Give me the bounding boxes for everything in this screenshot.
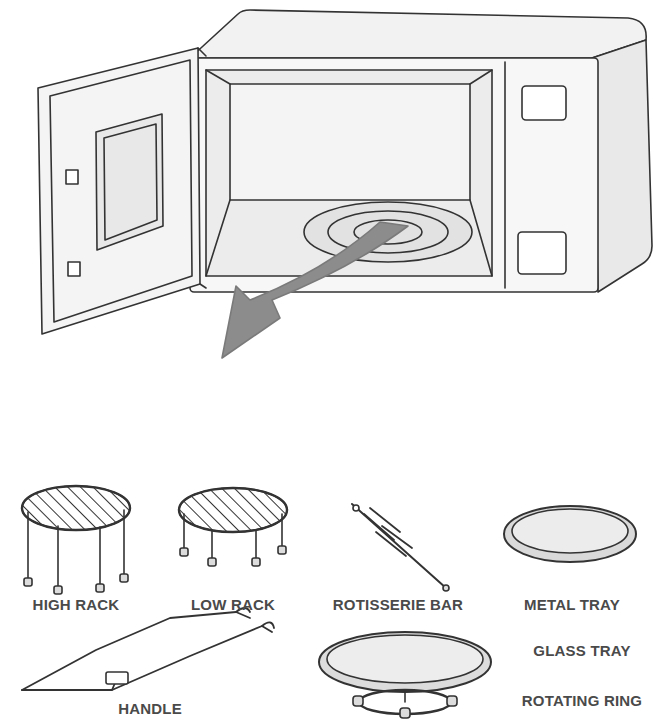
glass-tray bbox=[319, 632, 491, 692]
microwave-oven bbox=[38, 48, 200, 334]
part-label: ROTATING RING bbox=[522, 692, 642, 710]
microwave-oven bbox=[66, 170, 78, 184]
metal-tray bbox=[512, 509, 628, 553]
microwave-oven bbox=[68, 262, 80, 276]
low-rack bbox=[211, 530, 213, 560]
handle bbox=[112, 626, 272, 690]
microwave-oven bbox=[50, 60, 192, 322]
rotisserie-bar bbox=[376, 526, 412, 556]
handle bbox=[106, 672, 128, 684]
high-rack bbox=[57, 526, 59, 590]
part-label: ROTISSERIE BAR bbox=[333, 596, 463, 614]
low-rack bbox=[179, 488, 287, 532]
microwave-oven bbox=[206, 70, 230, 84]
rotisserie-bar bbox=[352, 504, 446, 588]
rotating-ring bbox=[404, 692, 406, 702]
high-rack bbox=[96, 584, 104, 592]
microwave-oven bbox=[206, 70, 492, 276]
microwave-oven bbox=[592, 40, 652, 292]
low-rack bbox=[179, 488, 287, 566]
rotating-ring bbox=[353, 696, 363, 706]
removal-arrow bbox=[222, 222, 408, 358]
high-rack bbox=[27, 512, 29, 580]
low-rack bbox=[255, 531, 257, 560]
low-rack bbox=[180, 548, 188, 556]
high-rack bbox=[54, 586, 62, 594]
microwave-oven bbox=[190, 58, 598, 292]
microwave-oven bbox=[470, 70, 492, 84]
rotisserie-bar bbox=[443, 585, 449, 591]
metal-tray bbox=[504, 506, 636, 562]
high-rack bbox=[22, 486, 130, 530]
microwave-oven bbox=[518, 232, 566, 274]
handle bbox=[22, 676, 118, 690]
rotating-ring bbox=[447, 696, 457, 706]
microwave-oven bbox=[522, 86, 566, 120]
glass-tray bbox=[319, 632, 491, 692]
microwave-oven bbox=[504, 62, 506, 288]
part-label: METAL TRAY bbox=[524, 596, 620, 614]
high-rack bbox=[22, 486, 130, 530]
microwave-oven bbox=[470, 200, 492, 276]
part-label: LOW RACK bbox=[191, 596, 275, 614]
low-rack bbox=[278, 546, 286, 554]
rotisserie-bar bbox=[353, 505, 359, 511]
microwave-oven bbox=[230, 84, 470, 200]
microwave-oven bbox=[206, 200, 230, 276]
low-rack bbox=[179, 488, 287, 532]
illustration bbox=[22, 10, 652, 718]
handle bbox=[22, 612, 250, 690]
high-rack bbox=[22, 486, 130, 594]
rotisserie-bar bbox=[352, 504, 449, 591]
part-label: HIGH RACK bbox=[33, 596, 120, 614]
microwave-oven bbox=[104, 124, 157, 240]
rotating-ring bbox=[400, 708, 410, 718]
microwave-oven bbox=[96, 114, 163, 250]
high-rack bbox=[24, 578, 32, 586]
metal-tray bbox=[504, 506, 636, 562]
part-label: GLASS TRAY bbox=[533, 642, 630, 660]
low-rack bbox=[252, 558, 260, 566]
microwave-oven bbox=[200, 284, 206, 288]
rotating-ring bbox=[353, 690, 457, 718]
handle bbox=[22, 608, 274, 690]
high-rack bbox=[99, 527, 101, 588]
microwave-oven bbox=[38, 10, 652, 334]
part-label: HANDLE bbox=[118, 700, 182, 718]
microwave-oven bbox=[190, 10, 646, 58]
handle bbox=[262, 622, 274, 628]
microwave-oven bbox=[198, 48, 206, 56]
low-rack bbox=[208, 558, 216, 566]
high-rack bbox=[120, 574, 128, 582]
glass-tray bbox=[327, 635, 483, 683]
